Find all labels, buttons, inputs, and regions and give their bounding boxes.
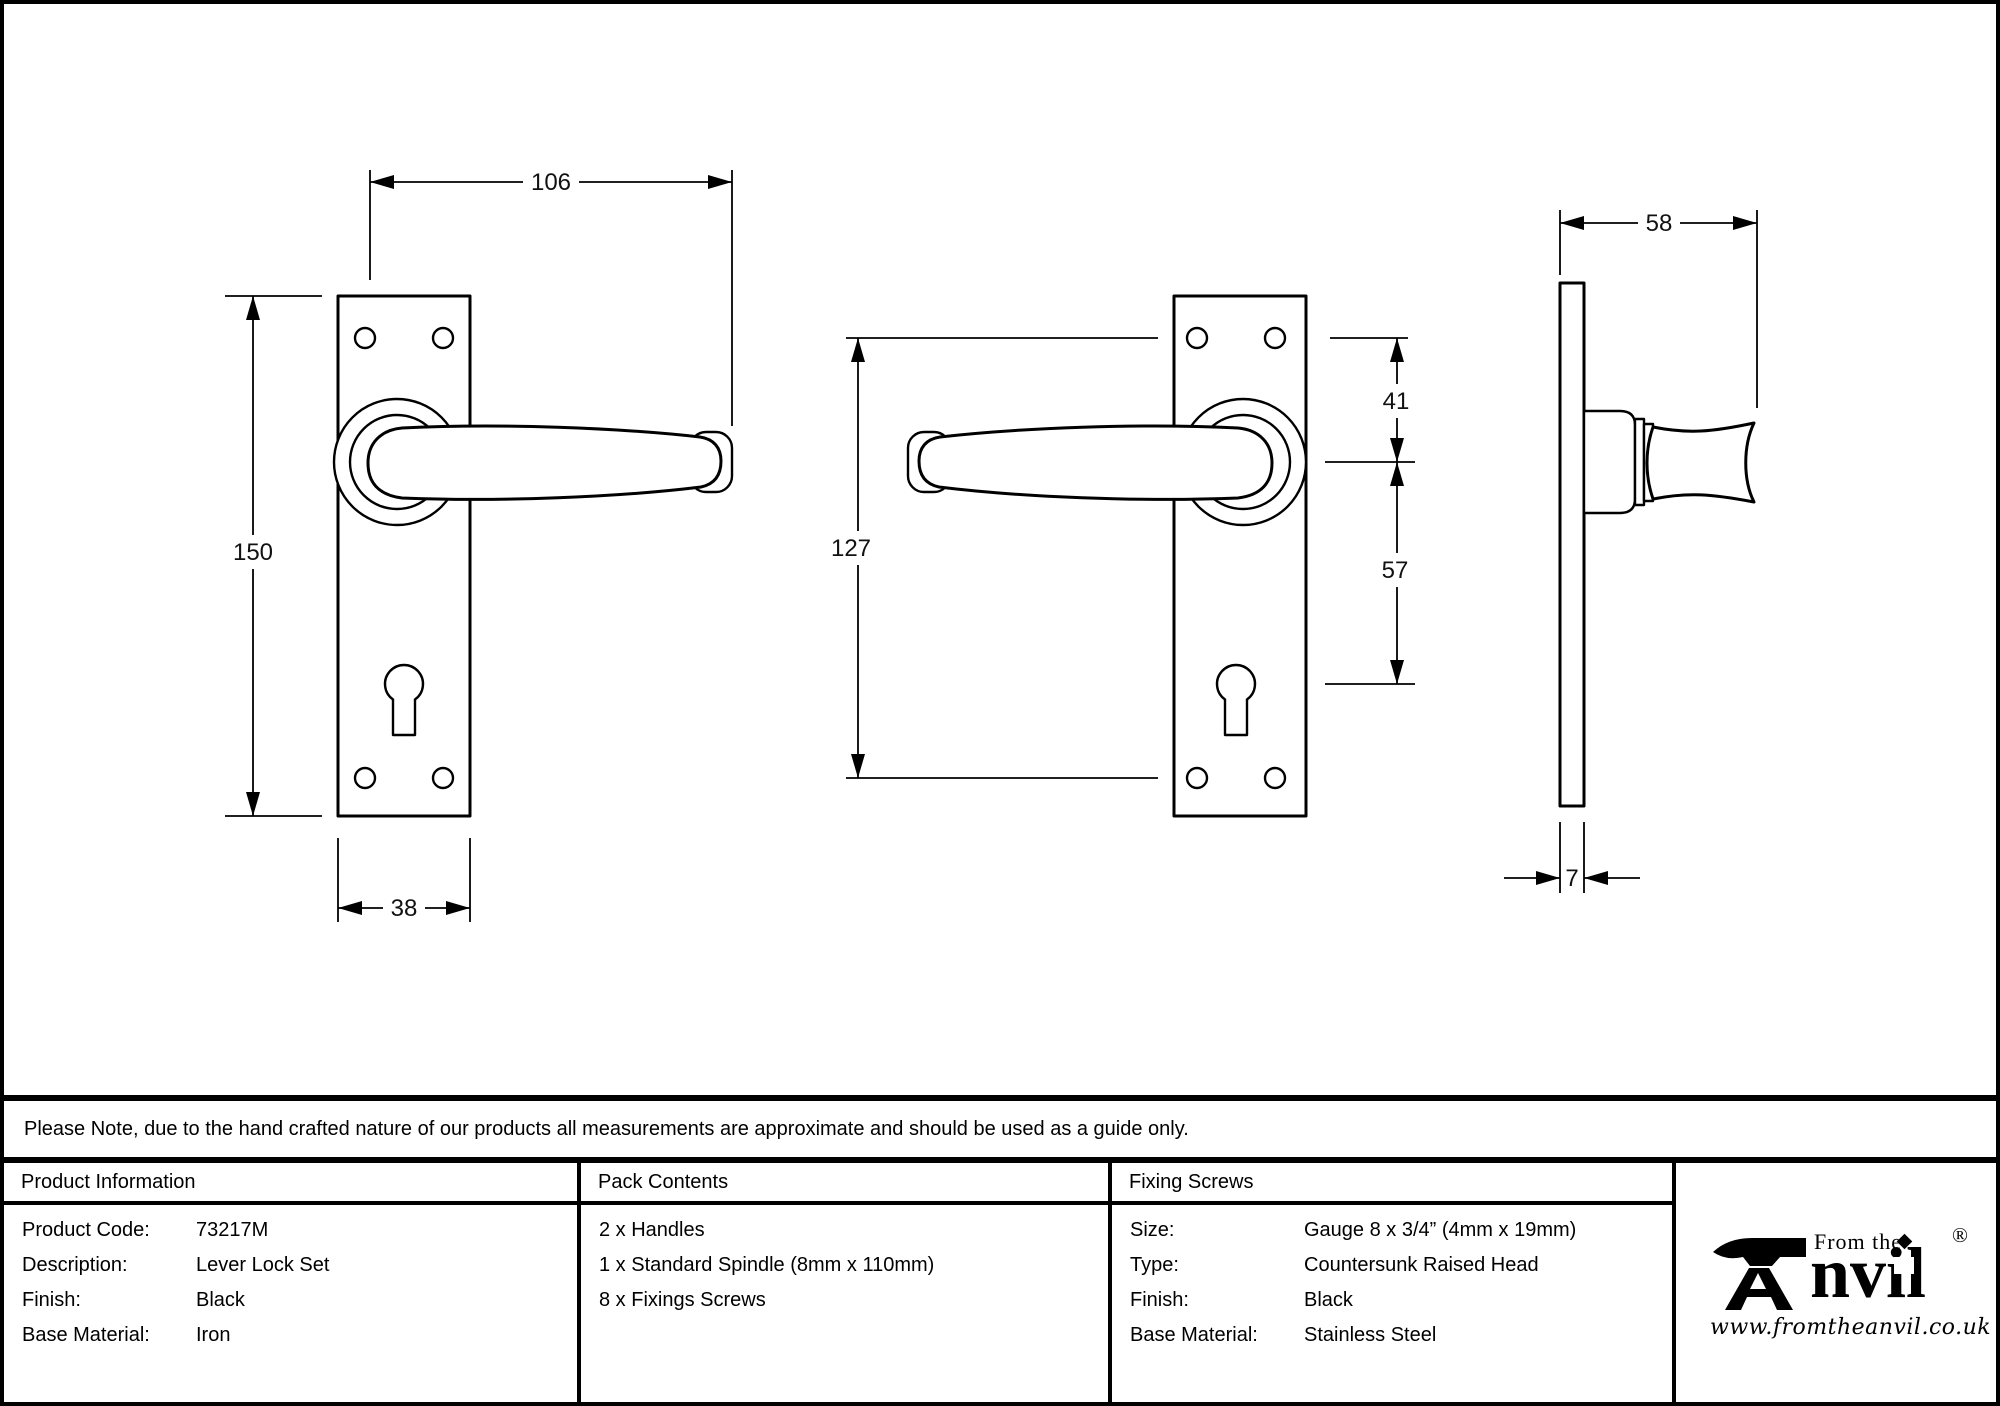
- screw-hole: [431, 766, 455, 790]
- screw-hole: [431, 326, 455, 350]
- spec-row: Finish: Black: [1130, 1289, 1664, 1311]
- spec-row: Base Material: Iron: [22, 1324, 569, 1346]
- front-view-right: [906, 294, 1308, 818]
- spec-label: Description:: [22, 1254, 128, 1276]
- logo-url: www.fromtheanvil.co.uk: [1710, 1315, 1992, 1340]
- keyhole: [1215, 663, 1257, 737]
- dimension-plate-height: 150: [225, 295, 322, 817]
- lever-handle: [366, 424, 723, 501]
- spec-value: 73217M: [196, 1219, 269, 1241]
- spec-label: Base Material:: [1130, 1324, 1258, 1346]
- product-information-header: Product Information: [4, 1163, 577, 1205]
- dim-label-106: 106: [531, 169, 571, 196]
- dimension-centre-to-keyhole: 57: [1325, 462, 1416, 685]
- spec-label: Product Code:: [22, 1219, 150, 1241]
- backplate-edge: [1558, 281, 1586, 808]
- pack-item: 1 x Standard Spindle (8mm x 110mm): [599, 1254, 935, 1276]
- spec-row: Type: Countersunk Raised Head: [1130, 1254, 1664, 1276]
- logo-prefix: From the: [1814, 1229, 1903, 1254]
- spec-label: Size:: [1130, 1219, 1175, 1241]
- screw-hole: [1185, 326, 1209, 350]
- fixing-screws-header: Fixing Screws: [1112, 1163, 1672, 1205]
- dim-label-57: 57: [1382, 557, 1409, 584]
- pack-contents-header: Pack Contents: [581, 1163, 1112, 1205]
- spec-label: Finish:: [1130, 1289, 1189, 1311]
- spec-value: Black: [1304, 1289, 1353, 1311]
- dim-label-127: 127: [831, 535, 871, 562]
- brand-column: From the nvil ® www.fromtheanvil.co.uk: [1672, 1163, 1996, 1402]
- spec-label: Type:: [1130, 1254, 1179, 1276]
- screw-hole: [353, 766, 377, 790]
- pack-contents-column: Pack Contents 2 x Handles 1 x Standard S…: [577, 1163, 1112, 1402]
- dim-label-58: 58: [1646, 210, 1673, 237]
- spec-value: Lever Lock Set: [196, 1254, 330, 1276]
- dimension-top-to-centre: 41: [1325, 337, 1417, 463]
- dimension-projection: 58: [1559, 206, 1758, 408]
- keyhole: [383, 663, 425, 737]
- spec-row: Finish: Black: [22, 1289, 569, 1311]
- side-view: [1558, 281, 1756, 808]
- from-the-anvil-logo: From the nvil ® www.fromtheanvil.co.uk: [1710, 1223, 1992, 1340]
- spec-value: Stainless Steel: [1304, 1324, 1437, 1346]
- spec-value: Black: [196, 1289, 245, 1311]
- backplate: [336, 294, 472, 818]
- spec-label: Base Material:: [22, 1324, 150, 1346]
- rose-ring: [1633, 417, 1646, 507]
- anvil-icon: [1713, 1238, 1806, 1310]
- spec-label: Finish:: [22, 1289, 81, 1311]
- fixing-screws-column: Fixing Screws Size: Gauge 8 x 3/4” (4mm …: [1108, 1163, 1672, 1402]
- info-table: Product Information Product Code: 73217M…: [4, 1163, 1996, 1402]
- front-view-left: [332, 294, 734, 818]
- dim-label-7: 7: [1565, 865, 1578, 892]
- spec-value: Gauge 8 x 3/4” (4mm x 19mm): [1304, 1219, 1577, 1241]
- dimension-fixing-centres: 127: [823, 337, 1158, 779]
- dimension-lever-length: 106: [369, 165, 733, 426]
- spec-value: Countersunk Raised Head: [1304, 1254, 1539, 1276]
- backplate: [1172, 294, 1308, 818]
- dimension-plate-thickness: 7: [1504, 822, 1640, 895]
- spec-row: Size: Gauge 8 x 3/4” (4mm x 19mm): [1130, 1219, 1664, 1241]
- spec-row: Description: Lever Lock Set: [22, 1254, 569, 1276]
- screw-hole: [353, 326, 377, 350]
- screw-hole: [1185, 766, 1209, 790]
- note-bar: Please Note, due to the hand crafted nat…: [4, 1095, 1996, 1163]
- note-text: Please Note, due to the hand crafted nat…: [24, 1117, 1189, 1140]
- technical-drawing: 106 150 38: [225, 165, 1758, 925]
- dim-label-41: 41: [1383, 388, 1410, 415]
- lever-side: [1645, 421, 1756, 504]
- dimension-plate-width: 38: [337, 838, 471, 925]
- dim-label-150: 150: [233, 539, 273, 566]
- registered-mark: ®: [1952, 1223, 1968, 1247]
- screw-hole: [1263, 766, 1287, 790]
- logo-idot-cover: [1894, 1257, 1914, 1274]
- spec-row: Base Material: Stainless Steel: [1130, 1324, 1664, 1346]
- dim-label-38: 38: [391, 895, 418, 922]
- lever-handle: [917, 424, 1274, 501]
- spec-row: Product Code: 73217M: [22, 1219, 569, 1241]
- screw-hole: [1263, 326, 1287, 350]
- pack-item: 2 x Handles: [599, 1219, 705, 1241]
- pack-item: 8 x Fixings Screws: [599, 1289, 766, 1311]
- rose-side: [1582, 409, 1637, 515]
- product-information-column: Product Information Product Code: 73217M…: [4, 1163, 577, 1402]
- spec-value: Iron: [196, 1324, 231, 1346]
